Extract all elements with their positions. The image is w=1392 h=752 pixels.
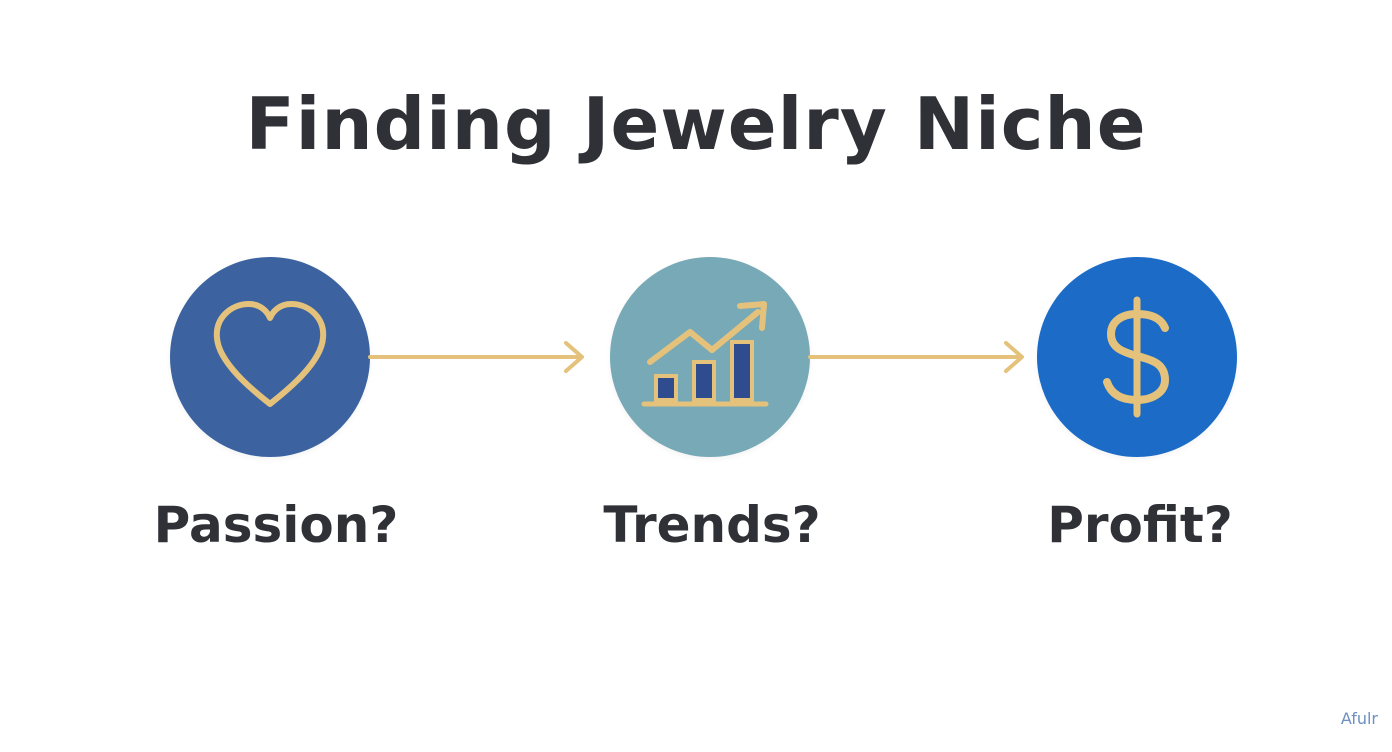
- heart-icon: [205, 292, 335, 422]
- dollar-sign-icon: [1077, 292, 1197, 422]
- step-label-trends: Trends?: [603, 496, 821, 554]
- arrow-right-icon: [808, 341, 1024, 373]
- passion-circle: [170, 257, 370, 457]
- step-label-passion: Passion?: [153, 496, 399, 554]
- trends-circle: [610, 257, 810, 457]
- profit-circle: [1037, 257, 1237, 457]
- watermark: Afulr: [1340, 709, 1378, 728]
- step-label-profit: Profit?: [1047, 496, 1233, 554]
- arrow-right-icon: [368, 341, 584, 373]
- diagram-title: Finding Jewelry Niche: [245, 82, 1147, 166]
- trending-up-chart-icon: [640, 292, 780, 422]
